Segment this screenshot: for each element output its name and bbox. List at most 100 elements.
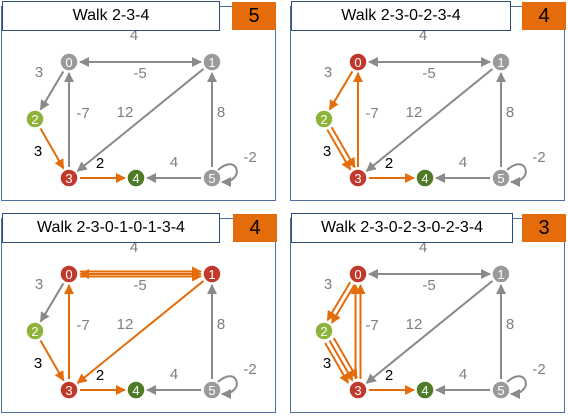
- walk-title: Walk 2-3-4: [2, 1, 220, 31]
- edge-2-3: [324, 342, 350, 384]
- walk-title: Walk 2-3-0-2-3-0-2-3-4: [291, 213, 513, 243]
- node-0: 0: [59, 52, 79, 72]
- edge-weight-0-2: 3: [35, 276, 43, 293]
- node-0: 0: [348, 52, 368, 72]
- nodes: 0 12 3 4 5: [314, 52, 511, 188]
- edge-weight-0-2: 3: [35, 64, 43, 81]
- node-4: 4: [415, 168, 435, 188]
- edges: [39, 57, 238, 187]
- node-5: 5: [202, 168, 222, 188]
- edges: [326, 57, 527, 187]
- node-label: 5: [497, 171, 504, 186]
- edge-weight-5-5: -2: [243, 361, 256, 378]
- node-label: 0: [65, 55, 72, 70]
- edge-weight-5-5: -2: [532, 149, 545, 166]
- node-label: 4: [421, 383, 428, 398]
- node-1: 1: [491, 52, 511, 72]
- edge-weight-1-0: 4: [419, 27, 427, 44]
- edge-weight-5-5: -2: [532, 361, 545, 378]
- edge-2-3: [328, 340, 354, 382]
- node-label: 1: [497, 55, 504, 70]
- edge-weight-3-0: -7: [365, 105, 378, 122]
- edge-0-2: [39, 70, 65, 111]
- node-label: 1: [208, 55, 215, 70]
- edge-weight-0-2: 3: [324, 64, 332, 81]
- edge-2-3: [330, 126, 356, 169]
- node-5: 5: [491, 380, 511, 400]
- edge-weight-3-4: 2: [385, 367, 393, 384]
- edge-1-3: [76, 68, 205, 172]
- node-label: 5: [208, 171, 215, 186]
- node-label: 3: [65, 383, 72, 398]
- edge-weight-0-1: -5: [133, 65, 146, 82]
- edge-weight-5-1: 8: [506, 316, 514, 333]
- nodes: 0 1 2 3 4 5: [25, 52, 222, 188]
- self-loop-5: [217, 375, 238, 399]
- node-label: 4: [132, 171, 139, 186]
- walk-title: Walk 2-3-0-2-3-4: [291, 1, 511, 31]
- edge-weight-1-3: 12: [406, 104, 423, 121]
- edge-weight-1-3: 12: [406, 316, 423, 333]
- edge-weight-5-5: -2: [243, 149, 256, 166]
- edge-weight-5-4: 4: [459, 366, 467, 383]
- node-3: 3: [59, 168, 79, 188]
- node-label: 3: [65, 171, 72, 186]
- edge-weight-1-0: 4: [130, 27, 138, 44]
- node-label: 4: [421, 171, 428, 186]
- walk-cost: 3: [522, 214, 566, 242]
- node-4: 4: [126, 168, 146, 188]
- node-4: 4: [415, 380, 435, 400]
- node-3: 3: [348, 168, 368, 188]
- edge-weight-3-0: -7: [365, 317, 378, 334]
- self-loop-5: [506, 375, 527, 399]
- node-1: 1: [202, 264, 222, 284]
- node-label: 1: [208, 267, 215, 282]
- node-label: 0: [65, 267, 72, 282]
- edge-weight-3-0: -7: [76, 105, 89, 122]
- edge-weight-3-4: 2: [96, 367, 104, 384]
- node-label: 2: [320, 324, 327, 339]
- edge-weight-2-3: 3: [34, 143, 42, 160]
- node-5: 5: [491, 168, 511, 188]
- edge-weight-3-0: -7: [76, 317, 89, 334]
- edge-weight-2-3: 3: [323, 355, 331, 372]
- edge-weight-3-4: 2: [96, 155, 104, 172]
- walk-cost: 4: [233, 214, 277, 242]
- node-0: 0: [59, 264, 79, 284]
- node-3: 3: [348, 380, 368, 400]
- node-1: 1: [491, 264, 511, 284]
- edge-1-3: [365, 280, 494, 384]
- walk-panel-1: 4 3 -5 3 -7 1 2 2 4 8 -2 0 1 2 3 4 5 Walk 2-3-4 5: [0, 0, 277, 205]
- edge-0-2: [326, 281, 352, 322]
- walk-cost: 5: [232, 2, 276, 30]
- edge-2-3: [326, 129, 352, 171]
- edge-weight-5-1: 8: [506, 104, 514, 121]
- node-2: 2: [314, 321, 334, 341]
- edge-weight-5-1: 8: [217, 104, 225, 121]
- edge-weight-5-4: 4: [459, 154, 467, 171]
- self-loop-5: [506, 163, 527, 187]
- walk-cost: 4: [522, 2, 566, 30]
- node-2: 2: [25, 321, 45, 341]
- edge-2-3: [39, 128, 65, 170]
- node-1: 1: [202, 52, 222, 72]
- edge-0-2: [39, 282, 65, 323]
- node-label: 3: [354, 383, 361, 398]
- walk-title: Walk 2-3-0-1-0-1-3-4: [2, 213, 220, 243]
- edge-weight-5-4: 4: [170, 366, 178, 383]
- node-label: 0: [354, 55, 361, 70]
- node-2: 2: [25, 109, 45, 129]
- edge-weight-1-3: 12: [117, 316, 134, 333]
- node-label: 5: [208, 383, 215, 398]
- edge-2-3: [332, 337, 358, 379]
- node-0: 0: [348, 264, 368, 284]
- node-label: 1: [497, 267, 504, 282]
